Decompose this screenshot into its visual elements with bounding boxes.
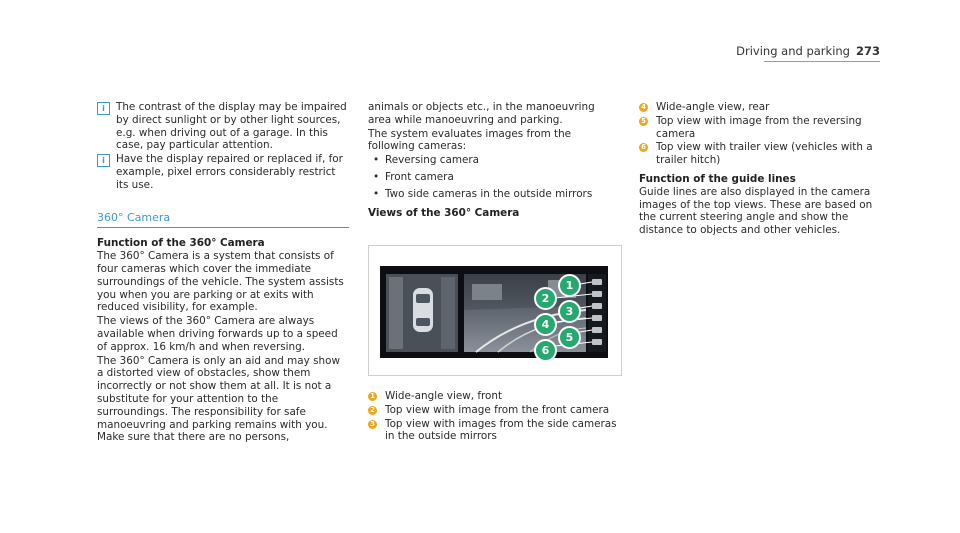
column-2: animals or objects etc., in the manoeuvr…: [368, 101, 620, 219]
note-text: Have the display repaired or replaced if…: [116, 153, 343, 191]
views-list-a: 1 Wide-angle view, front 2 Top view with…: [368, 390, 620, 444]
guide-lines-title: Function of the guide lines: [639, 172, 796, 185]
callout-3: 3: [558, 300, 581, 323]
paragraph: Guide lines are also displayed in the ca…: [639, 185, 873, 237]
list-item: 3 Top view with images from the side cam…: [368, 418, 620, 444]
function-title: Function of the 360° Camera: [97, 237, 265, 250]
views-title: Views of the 360° Camera: [368, 206, 520, 219]
list-item: Front camera: [368, 171, 620, 184]
paragraph: The 360° Camera is only an aid and may s…: [97, 354, 340, 444]
list-item: 1 Wide-angle view, front: [368, 390, 620, 403]
list-item: 4 Wide-angle view, rear: [639, 101, 887, 114]
info-note-icon: i: [97, 154, 110, 168]
list-item: 5 Top view with image from the reversing…: [639, 115, 887, 141]
list-item: 6 Top view with trailer view (vehicles w…: [639, 141, 887, 167]
note-repair: i Have the display repaired or replaced …: [97, 153, 349, 191]
number-badge: 3: [368, 419, 377, 429]
camera-views-figure: 1 2 3 4 5 6: [368, 245, 622, 376]
paragraph: The 360° Camera is a system that consist…: [97, 250, 344, 314]
list-item: 2 Top view with image from the front cam…: [368, 404, 620, 417]
camera-list: Reversing camera Front camera Two side c…: [368, 154, 620, 200]
callout-1: 1: [558, 274, 581, 297]
number-badge: 5: [639, 116, 648, 126]
info-note-icon: i: [97, 102, 110, 115]
item-text: Top view with trailer view (vehicles wit…: [656, 141, 873, 167]
item-text: Top view with image from the reversing c…: [656, 114, 862, 140]
callout-4: 4: [534, 313, 557, 336]
page-number: 273: [855, 44, 880, 58]
number-badge: 2: [368, 405, 377, 415]
item-text: Wide-angle view, front: [385, 390, 503, 402]
note-text: The contrast of the display may be impai…: [116, 101, 347, 152]
paragraph: animals or objects etc., in the manoeuvr…: [368, 101, 595, 126]
callout-2: 2: [534, 287, 557, 310]
number-badge: 6: [639, 143, 648, 153]
page-header: Driving and parking 273: [736, 44, 880, 58]
number-badge: 1: [368, 392, 377, 401]
paragraph: The views of the 360° Camera are always …: [97, 315, 338, 353]
column-3: 4 Wide-angle view, rear 5 Top view with …: [639, 101, 887, 238]
callout-6: 6: [534, 339, 557, 362]
item-text: Top view with image from the front camer…: [385, 403, 610, 416]
item-text: Top view with images from the side camer…: [385, 417, 617, 443]
paragraph: The system evaluates images from the fol…: [368, 127, 572, 153]
item-text: Wide-angle view, rear: [656, 101, 770, 113]
section-title: 360° Camera: [97, 211, 349, 229]
list-item: Two side cameras in the outside mirrors: [368, 188, 620, 201]
list-item: Reversing camera: [368, 154, 620, 167]
header-rule: [764, 61, 880, 62]
callout-5: 5: [558, 326, 581, 349]
column-1: i The contrast of the display may be imp…: [97, 101, 349, 445]
number-badge: 4: [639, 103, 648, 112]
section-name: Driving and parking: [736, 44, 850, 58]
note-contrast: i The contrast of the display may be imp…: [97, 101, 349, 152]
